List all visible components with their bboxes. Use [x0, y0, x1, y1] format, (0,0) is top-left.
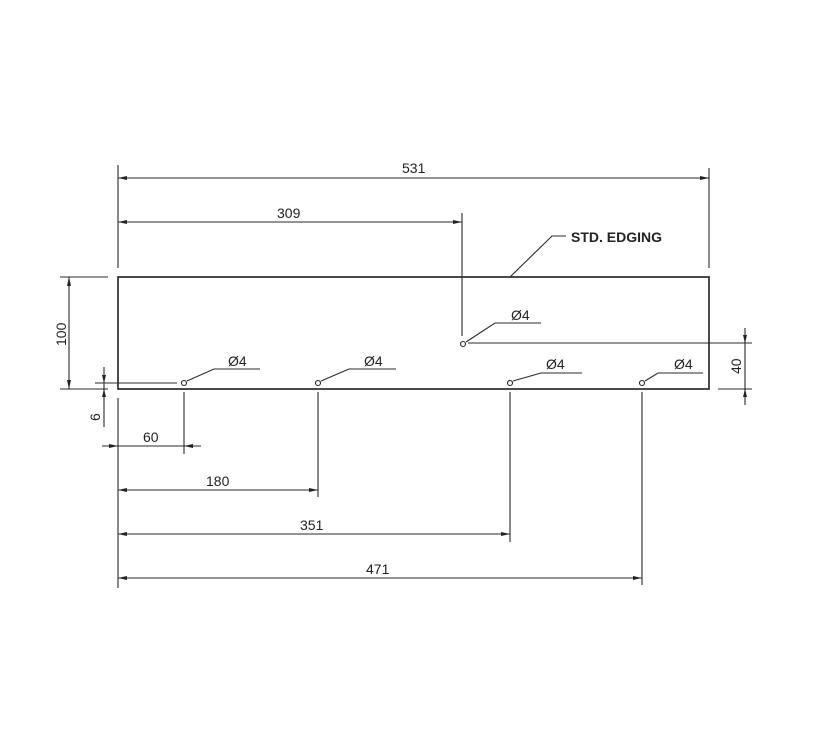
hole-1-label: Ø4 — [228, 353, 247, 369]
dim-hole-3-x: 351 — [118, 517, 510, 536]
hole-icon — [506, 379, 514, 387]
dim-label-531: 531 — [402, 160, 426, 176]
hole-2-label: Ø4 — [364, 353, 383, 369]
dim-hole-1-x: 60 — [102, 429, 201, 448]
dim-label-100: 100 — [53, 322, 69, 346]
dim-label-351: 351 — [300, 517, 324, 533]
hole-4: Ø4 — [506, 356, 582, 542]
hole-3-label: Ø4 — [511, 307, 530, 323]
dim-label-40: 40 — [728, 358, 744, 374]
dim-panel-height: 100 — [53, 276, 108, 390]
dim-top-hole-x: 309 — [118, 205, 463, 336]
hole-4-label: Ø4 — [546, 356, 565, 372]
dim-label-6: 6 — [87, 413, 103, 421]
hole-icon — [459, 340, 467, 348]
dim-label-60: 60 — [143, 429, 159, 445]
dim-bottom-hole-offset: 6 — [87, 367, 177, 427]
dim-label-180: 180 — [206, 473, 230, 489]
hole-icon — [314, 379, 322, 387]
hole-3: Ø4 — [459, 307, 541, 348]
edging-note-label: STD. EDGING — [571, 229, 662, 245]
panel-outline — [117, 276, 710, 390]
dim-hole-2-x: 180 — [118, 473, 318, 492]
hole-icon — [180, 379, 188, 387]
hole-5-label: Ø4 — [674, 356, 693, 372]
dim-overall-length: 531 — [118, 160, 709, 180]
dim-label-471: 471 — [366, 561, 390, 577]
hole-2: Ø4 — [314, 353, 396, 497]
dim-label-309: 309 — [277, 205, 301, 221]
hole-1: Ø4 — [180, 353, 260, 454]
dim-top-hole-offset: 40 — [468, 328, 752, 405]
hole-5: Ø4 — [638, 356, 703, 585]
dim-hole-4-x: 471 — [118, 561, 642, 580]
hole-icon — [638, 379, 646, 387]
edging-note: STD. EDGING — [509, 229, 662, 278]
